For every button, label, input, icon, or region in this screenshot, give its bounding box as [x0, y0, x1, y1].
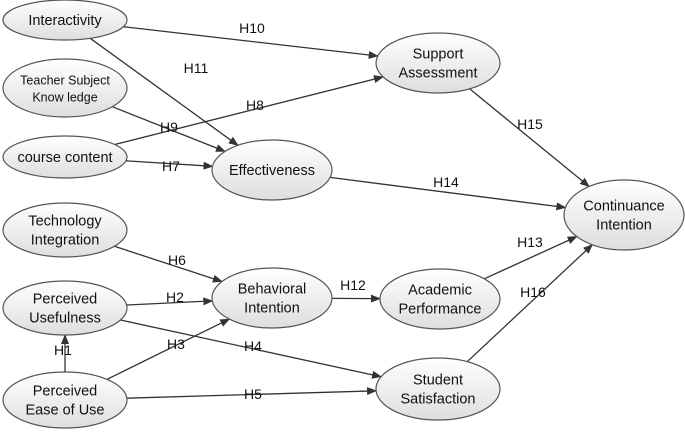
node-course-label-line-1: course content	[17, 150, 112, 166]
edge-label-h8: H8	[246, 97, 264, 113]
node-course-ellipse	[2, 135, 128, 179]
node-course: course content	[2, 135, 128, 179]
edge-label-h10: H10	[239, 20, 265, 36]
edge-support-to-continuance	[469, 88, 590, 188]
edge-interactivity-to-effectiveness	[89, 37, 239, 146]
node-usefulness-label-line-1: Perceived	[33, 292, 97, 308]
node-academic-label-line-1: Academic	[408, 283, 472, 299]
node-support-ellipse	[375, 32, 501, 94]
edge-label-h14: H14	[433, 174, 459, 190]
node-behavioral-label-line-2: Intention	[244, 301, 300, 317]
node-effectiveness: Effectiveness	[211, 139, 333, 201]
node-interactivity: Interactivity	[2, 0, 128, 41]
edge-label-h15: H15	[517, 116, 543, 132]
node-usefulness-ellipse	[2, 280, 128, 336]
node-support-label-line-1: Support	[413, 47, 464, 63]
node-behavioral-ellipse	[211, 267, 333, 329]
edge-label-h9: H9	[160, 119, 178, 135]
edge-label-h2: H2	[166, 289, 184, 305]
node-interactivity-label-line-1: Interactivity	[28, 13, 102, 29]
node-academic-ellipse	[379, 268, 501, 330]
edge-teacher-to-effectiveness	[112, 106, 226, 153]
edge-label-h4: H4	[244, 338, 262, 354]
node-ease-label-line-2: Ease of Use	[26, 403, 105, 419]
node-ease-ellipse	[2, 371, 128, 429]
node-satisfaction-label-line-1: Student	[413, 373, 463, 389]
node-interactivity-ellipse	[2, 0, 128, 41]
node-behavioral-label-line-1: Behavioral	[238, 282, 307, 298]
edge-satisfaction-to-continuance	[466, 244, 594, 363]
node-technology-label-line-2: Integration	[31, 233, 100, 249]
edge-interactivity-to-support	[123, 26, 379, 59]
node-continuance-label-line-1: Continuance	[583, 199, 664, 215]
edge-label-h16: H16	[520, 284, 546, 300]
edge-academic-to-continuance	[484, 236, 578, 280]
node-effectiveness-label-line-1: Effectiveness	[229, 163, 315, 179]
edge-effectiveness-to-continuance	[330, 176, 567, 211]
edge-ease-to-behavioral	[106, 318, 231, 380]
edge-course-to-support	[114, 75, 384, 146]
edge-ease-to-satisfaction	[126, 387, 378, 399]
node-teacher-label-line-1: Teacher Subject	[20, 74, 110, 88]
node-support-label-line-2: Assessment	[399, 66, 478, 82]
edges-layer	[61, 26, 594, 399]
edge-usefulness-to-satisfaction	[120, 319, 383, 379]
edge-course-to-effectiveness	[125, 160, 214, 170]
node-teacher-ellipse	[2, 58, 128, 118]
node-continuance-label-line-2: Intention	[596, 218, 652, 234]
node-satisfaction-ellipse	[375, 357, 501, 421]
edge-label-h12: H12	[340, 277, 366, 293]
node-satisfaction-label-line-2: Satisfaction	[401, 392, 476, 408]
node-technology-ellipse	[2, 202, 128, 258]
edge-label-h3: H3	[167, 336, 185, 352]
node-effectiveness-ellipse	[211, 139, 333, 201]
node-technology-label-line-1: Technology	[28, 214, 102, 230]
node-ease-label-line-1: Perceived	[33, 384, 97, 400]
edge-label-h1: H1	[54, 342, 72, 358]
node-continuance-ellipse	[563, 179, 685, 251]
edge-label-h6: H6	[168, 252, 186, 268]
edge-label-h13: H13	[517, 234, 543, 250]
edge-usefulness-to-behavioral	[126, 297, 214, 306]
edge-technology-to-behavioral	[114, 245, 223, 283]
node-academic-label-line-2: Performance	[398, 302, 481, 318]
node-teacher-label-line-2: Know ledge	[32, 91, 97, 105]
node-usefulness-label-line-2: Usefulness	[29, 311, 101, 327]
edge-label-h5: H5	[244, 386, 262, 402]
edge-label-h7: H7	[162, 158, 180, 174]
edge-label-h11: H11	[184, 60, 209, 76]
